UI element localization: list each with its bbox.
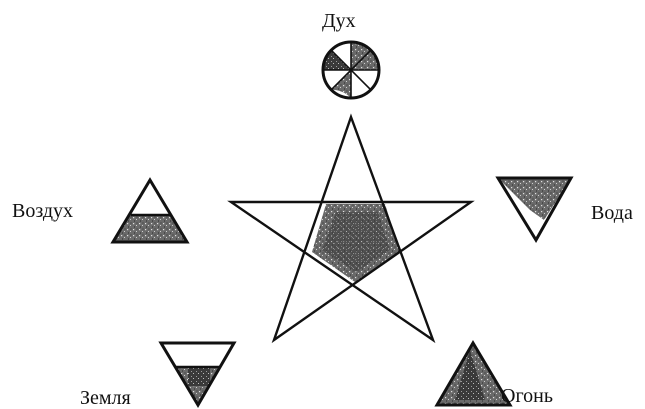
earth-label: Земля (80, 388, 131, 408)
fire-label: Огонь (501, 386, 553, 406)
spirit-symbol (323, 42, 379, 98)
pentagram (231, 117, 471, 340)
air-label: Воздух (12, 201, 73, 221)
water-label: Вода (591, 203, 633, 223)
water-symbol (498, 178, 571, 240)
air-symbol (110, 180, 190, 245)
spirit-label: Дух (322, 11, 356, 31)
earth-symbol (161, 343, 234, 407)
fire-symbol (437, 343, 510, 405)
